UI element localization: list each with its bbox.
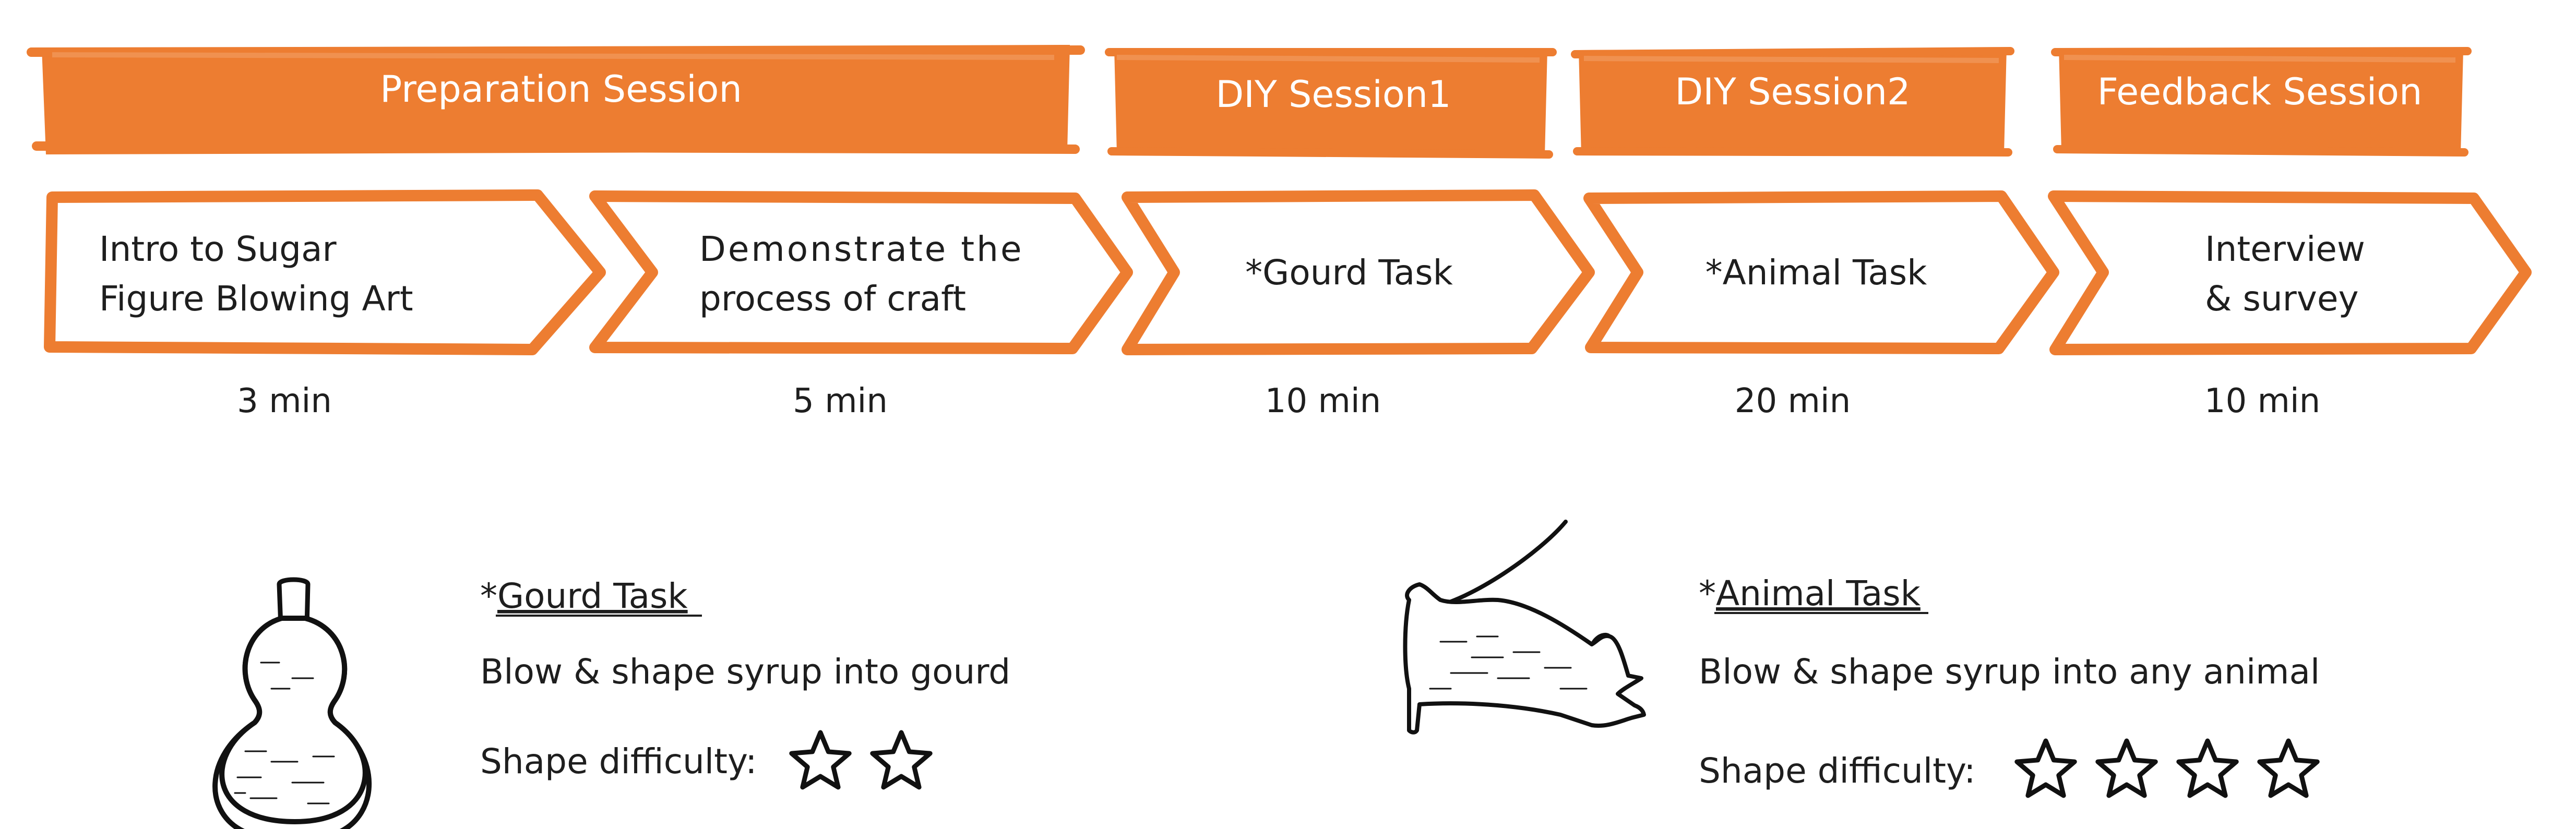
task-title: *Gourd Task <box>480 576 688 616</box>
step-chevron-2: Demonstrate the process of craft <box>589 190 1133 354</box>
difficulty-label: Shape difficulty: <box>480 741 757 782</box>
session-banner-preparation: Preparation Session <box>27 45 1085 154</box>
mouse-icon <box>1403 520 1646 735</box>
session-label: DIY Session2 <box>1675 70 1910 113</box>
session-label: Feedback Session <box>2097 70 2423 113</box>
difficulty-stars <box>2014 738 2320 798</box>
step-text-line: Intro to Sugar <box>99 229 337 269</box>
session-label: DIY Session1 <box>1215 73 1451 116</box>
task-title: *Animal Task <box>1699 573 1921 614</box>
star-icon <box>2176 738 2239 798</box>
task-title-name: Animal Task <box>1716 573 1921 614</box>
step-duration: 10 min <box>2204 382 2320 420</box>
step-chevron-5: Interview & survey <box>2048 190 2532 355</box>
star-icon <box>2014 738 2077 798</box>
step-chevron-1: Intro to Sugar Figure Blowing Art <box>44 189 606 355</box>
step-text-line: process of craft <box>699 279 966 319</box>
star-icon <box>870 730 933 790</box>
session-label: Preparation Session <box>380 68 742 111</box>
task-title-prefix: * <box>1699 573 1716 614</box>
step-text-line: *Gourd Task <box>1245 253 1453 293</box>
star-icon <box>2257 738 2320 798</box>
step-text-line: Demonstrate the <box>699 229 1024 269</box>
step-text-line: Figure Blowing Art <box>99 279 413 319</box>
star-icon <box>2095 738 2158 798</box>
step-duration: 10 min <box>1265 382 1381 420</box>
step-duration: 20 min <box>1735 382 1851 420</box>
difficulty-stars <box>789 730 933 790</box>
step-chevron-3: *Gourd Task <box>1122 189 1595 355</box>
task-description: Blow & shape syrup into any animal <box>1699 652 2320 692</box>
step-chevron-4: *Animal Task <box>1583 190 2059 354</box>
step-text-line: & survey <box>2205 279 2359 319</box>
gourd-icon <box>212 577 372 829</box>
star-icon <box>789 730 852 790</box>
step-duration: 5 min <box>793 382 888 420</box>
step-text-line: Interview <box>2205 229 2365 269</box>
task-description: Blow & shape syrup into gourd <box>480 652 1010 692</box>
step-duration: 3 min <box>237 382 332 420</box>
session-banner-feedback: Feedback Session <box>2051 47 2472 157</box>
difficulty-label: Shape difficulty: <box>1699 751 1976 791</box>
session-banner-diy1: DIY Session1 <box>1105 48 1557 159</box>
task-title-name: Gourd Task <box>497 576 688 616</box>
step-text-line: *Animal Task <box>1706 253 1928 293</box>
task-title-prefix: * <box>480 576 497 616</box>
session-banner-diy2: DIY Session2 <box>1571 47 2014 157</box>
